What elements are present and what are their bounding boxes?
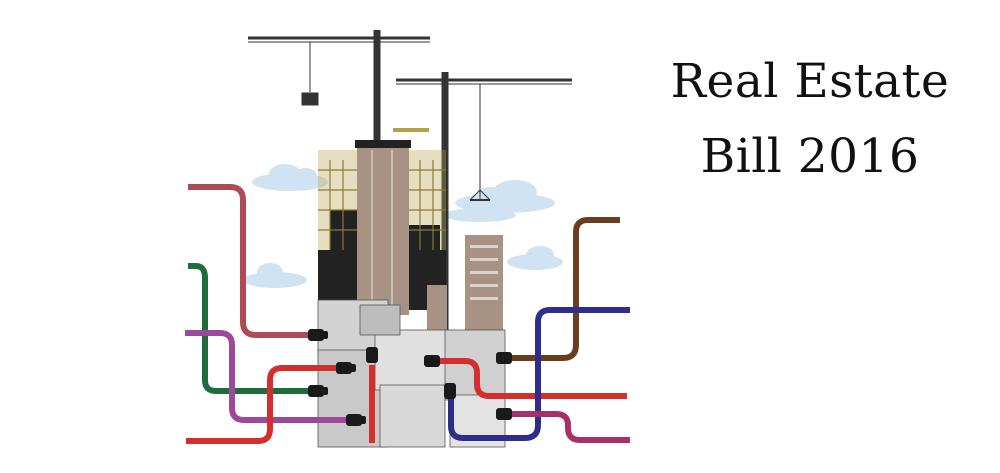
hand-icon xyxy=(308,385,328,397)
pipe-brown xyxy=(512,217,620,361)
hand-icon xyxy=(336,362,356,374)
hand-icon xyxy=(346,414,366,426)
cloud-left-bottom xyxy=(243,263,307,288)
pipe-green xyxy=(188,263,312,394)
cloud-right-top xyxy=(455,180,555,213)
clouds xyxy=(243,164,563,288)
title-line-2: Bill 2016 xyxy=(700,129,920,184)
tower-right xyxy=(465,235,503,340)
cloud-right-bottom xyxy=(507,246,563,270)
cloud-right-mid xyxy=(444,208,516,222)
pipes xyxy=(185,184,630,444)
pipe-red-right xyxy=(440,358,627,399)
hand-icon xyxy=(444,383,456,399)
hand-icon xyxy=(308,329,328,341)
pipe-red-left xyxy=(186,365,340,444)
title-line-1: Real Estate xyxy=(670,54,950,109)
cloud-left-top xyxy=(252,164,328,191)
hand-icon xyxy=(496,408,512,420)
pipe-purple xyxy=(185,330,350,423)
hand-icon xyxy=(366,347,378,363)
pipe-magenta xyxy=(512,411,630,443)
hand-icon xyxy=(496,352,512,364)
hands xyxy=(308,329,512,426)
hand-icon xyxy=(424,355,440,367)
crane-left xyxy=(248,30,430,145)
pipe-navy xyxy=(448,307,630,441)
crane-load-left xyxy=(301,92,319,106)
pipe-maroon xyxy=(188,184,312,338)
